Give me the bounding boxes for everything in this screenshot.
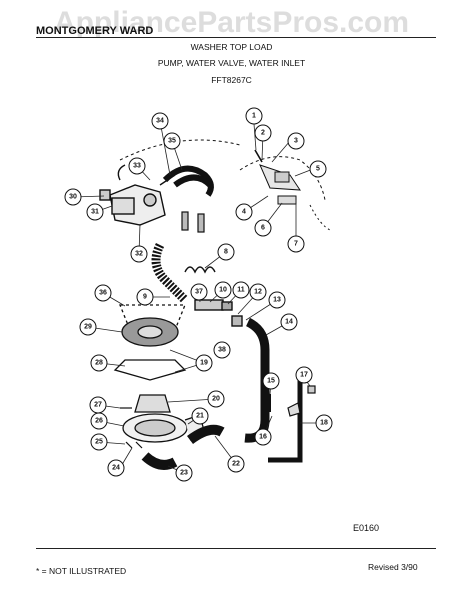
callout-38: 38 (213, 341, 231, 359)
callout-36: 36 (94, 284, 112, 302)
svg-text:5: 5 (316, 166, 320, 173)
svg-text:19: 19 (200, 360, 208, 367)
svg-text:1: 1 (252, 113, 256, 120)
callout-33: 33 (128, 157, 146, 175)
callout-18: 18 (315, 414, 333, 432)
svg-text:38: 38 (218, 347, 226, 354)
callout-23: 23 (175, 464, 193, 482)
svg-text:28: 28 (95, 360, 103, 367)
callout-30: 30 (64, 188, 82, 206)
callout-24: 24 (107, 459, 125, 477)
diagram-subtitle: PUMP, WATER VALVE, WATER INLET (157, 58, 306, 68)
svg-text:22: 22 (232, 461, 240, 468)
callout-17: 17 (295, 366, 313, 384)
fill-tube-assembly (119, 139, 331, 231)
svg-text:32: 32 (135, 251, 143, 258)
brand-name: MONTGOMERY WARD (36, 25, 154, 37)
diagram-title: WASHER TOP LOAD (190, 42, 273, 52)
svg-text:16: 16 (259, 434, 267, 441)
callout-6: 6 (254, 219, 272, 237)
callout-11: 11 (232, 281, 250, 299)
callout-9: 9 (136, 288, 154, 306)
callout-20: 20 (207, 390, 225, 408)
svg-text:17: 17 (300, 372, 308, 379)
svg-text:9: 9 (143, 294, 147, 301)
svg-text:27: 27 (94, 402, 102, 409)
revision-date: Revised 3/90 (368, 562, 418, 572)
callout-7: 7 (287, 235, 305, 253)
pump-outlet-tubing (194, 299, 243, 327)
svg-text:25: 25 (95, 439, 103, 446)
callout-4: 4 (235, 203, 253, 221)
callout-8: 8 (217, 243, 235, 261)
svg-text:37: 37 (195, 289, 203, 296)
svg-text:8: 8 (224, 249, 228, 256)
callout-29: 29 (79, 318, 97, 336)
hose-couplings (181, 211, 205, 233)
callout-12: 12 (249, 283, 267, 301)
callout-27: 27 (89, 396, 107, 414)
model-number: FFT8267C (211, 75, 252, 85)
svg-text:11: 11 (237, 287, 245, 294)
callout-16: 16 (254, 428, 272, 446)
svg-text:4: 4 (242, 209, 246, 216)
svg-text:18: 18 (320, 420, 328, 427)
svg-text:7: 7 (294, 241, 298, 248)
pump-drain-hose (187, 424, 225, 445)
callout-22: 22 (227, 455, 245, 473)
svg-text:36: 36 (99, 290, 107, 297)
callout-15: 15 (262, 372, 280, 390)
callout-14: 14 (280, 313, 298, 331)
callout-31: 31 (86, 203, 104, 221)
svg-text:26: 26 (95, 418, 103, 425)
svg-text:30: 30 (69, 194, 77, 201)
callout-37: 37 (190, 283, 208, 301)
svg-text:31: 31 (91, 209, 99, 216)
svg-text:20: 20 (212, 396, 220, 403)
inlet-hoses (162, 165, 214, 197)
callout-1: 1 (245, 107, 263, 125)
callout-34: 34 (151, 112, 169, 130)
hose-clamp (184, 266, 216, 274)
svg-text:10: 10 (219, 287, 227, 294)
svg-text:6: 6 (261, 225, 265, 232)
callout-26: 26 (90, 412, 108, 430)
svg-text:23: 23 (180, 470, 188, 477)
svg-text:33: 33 (133, 163, 141, 170)
svg-text:24: 24 (112, 465, 120, 472)
not-illustrated-note: * = NOT ILLUSTRATED (36, 566, 127, 576)
callout-3: 3 (287, 132, 305, 150)
callout-32: 32 (130, 245, 148, 263)
svg-text:13: 13 (273, 297, 281, 304)
callout-19: 19 (195, 354, 213, 372)
pump-screws (120, 407, 143, 449)
svg-text:35: 35 (168, 138, 176, 145)
drain-outlet-hose (268, 380, 303, 463)
svg-text:3: 3 (294, 138, 298, 145)
water-valve-assembly (99, 164, 176, 226)
recirculation-hose (244, 317, 270, 443)
svg-text:34: 34 (156, 118, 164, 125)
svg-text:14: 14 (285, 319, 293, 326)
callout-25: 25 (90, 433, 108, 451)
diagram-code: E0160 (353, 523, 380, 533)
svg-text:29: 29 (84, 324, 92, 331)
header-rule (36, 37, 436, 38)
svg-text:2: 2 (261, 130, 265, 137)
callout-10: 10 (214, 281, 232, 299)
callout-13: 13 (268, 291, 286, 309)
pump-elbow (141, 452, 178, 470)
callout-35: 35 (163, 132, 181, 150)
footer-rule (36, 548, 436, 549)
callout-2: 2 (254, 124, 272, 142)
drain-hose (151, 242, 189, 304)
callout-21: 21 (191, 407, 209, 425)
svg-text:15: 15 (267, 378, 275, 385)
callout-5: 5 (309, 160, 327, 178)
callout-28: 28 (90, 354, 108, 372)
svg-text:12: 12 (254, 289, 262, 296)
svg-text:21: 21 (196, 413, 204, 420)
